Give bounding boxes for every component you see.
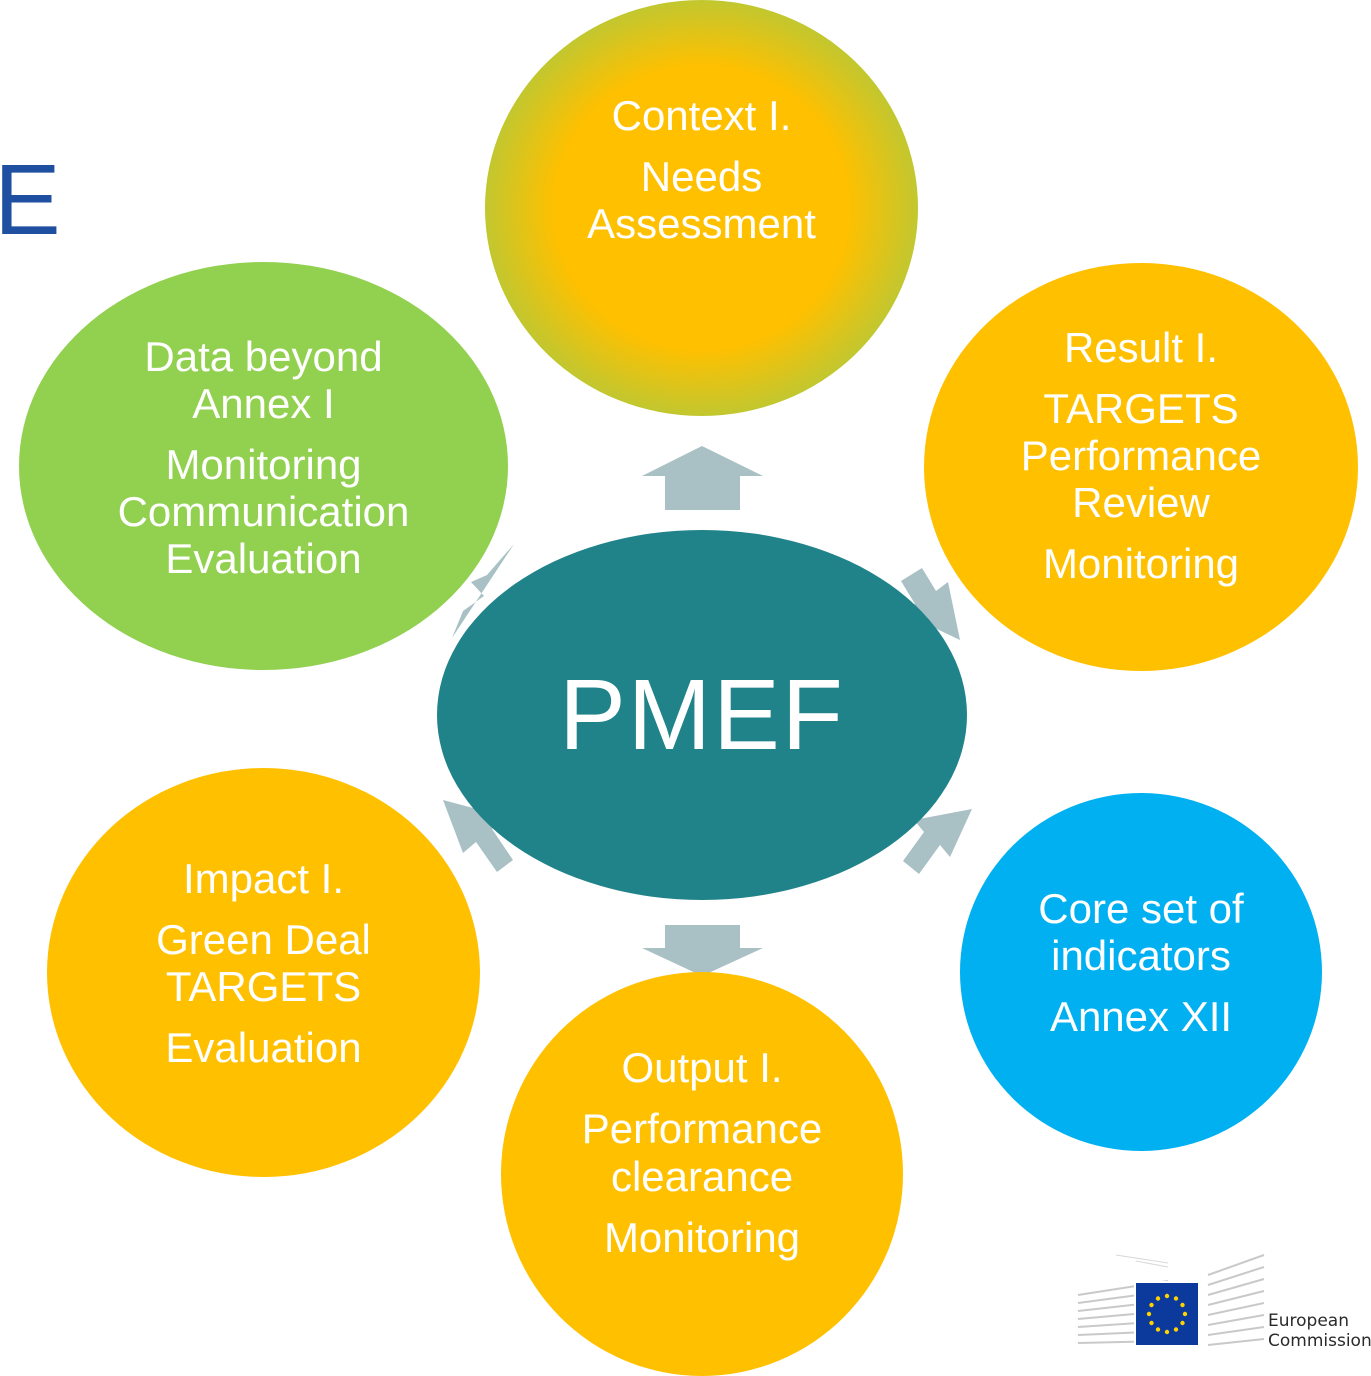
- core-extra: Annex XII: [1049, 993, 1233, 1041]
- commission-wordmark: European Commission: [1268, 1311, 1371, 1351]
- data-line-3: Monitoring: [165, 440, 362, 488]
- hub-label: PMEF: [559, 659, 845, 771]
- arrow-to-data: [452, 544, 514, 638]
- result-line-2: Performance: [1020, 431, 1262, 479]
- data-beyond-node: Data beyond Annex I Monitoring Communica…: [19, 262, 508, 670]
- pmef-hub: PMEF: [437, 530, 967, 900]
- impact-title: Impact I.: [182, 854, 345, 902]
- data-line-2: Annex I: [192, 379, 335, 427]
- impact-extra: Evaluation: [165, 1024, 362, 1072]
- arrow-to-result: [901, 568, 960, 640]
- arrow-to-output: [642, 925, 763, 976]
- data-line-1: Data beyond: [144, 332, 383, 380]
- data-line-4: Communication: [117, 488, 410, 536]
- result-extra: Monitoring: [1042, 540, 1240, 588]
- context-title: Context I.: [611, 91, 792, 139]
- result-indicators-node: Result I. TARGETS Performance Review Mon…: [924, 263, 1358, 671]
- impact-indicators-node: Impact I. Green Deal TARGETS Evaluation: [47, 768, 480, 1177]
- title-fragment: E: [0, 144, 61, 256]
- output-indicators-node: Output I. Performance clearance Monitori…: [501, 972, 903, 1376]
- output-title: Output I.: [621, 1044, 783, 1092]
- context-line-1: Needs: [640, 152, 763, 200]
- arrow-to-context: [642, 446, 763, 510]
- european-commission-logo: European Commission: [1076, 1253, 1371, 1353]
- output-extra: Monitoring: [603, 1213, 801, 1261]
- context-line-2: Assessment: [587, 200, 816, 248]
- result-line-3: Review: [1072, 479, 1210, 527]
- impact-line-1: Green Deal: [156, 915, 371, 963]
- core-line-1: Core set of: [1038, 884, 1244, 932]
- data-line-5: Evaluation: [165, 535, 362, 583]
- core-line-2: indicators: [1051, 931, 1231, 979]
- output-line-2: clearance: [610, 1152, 794, 1200]
- logo-line-2: Commission: [1268, 1331, 1371, 1351]
- context-indicators-node: Context I. Needs Assessment: [485, 0, 918, 416]
- commission-building-icon: [1077, 1254, 1265, 1349]
- arrow-to-core: [903, 809, 972, 874]
- result-line-1: TARGETS: [1043, 384, 1239, 432]
- core-indicators-node: Core set of indicators Annex XII: [960, 793, 1322, 1151]
- logo-line-1: European: [1268, 1311, 1349, 1331]
- eu-flag-icon: [1136, 1283, 1198, 1345]
- result-title: Result I.: [1063, 323, 1219, 371]
- impact-line-2: TARGETS: [165, 963, 362, 1010]
- output-line-1: Performance: [581, 1105, 823, 1153]
